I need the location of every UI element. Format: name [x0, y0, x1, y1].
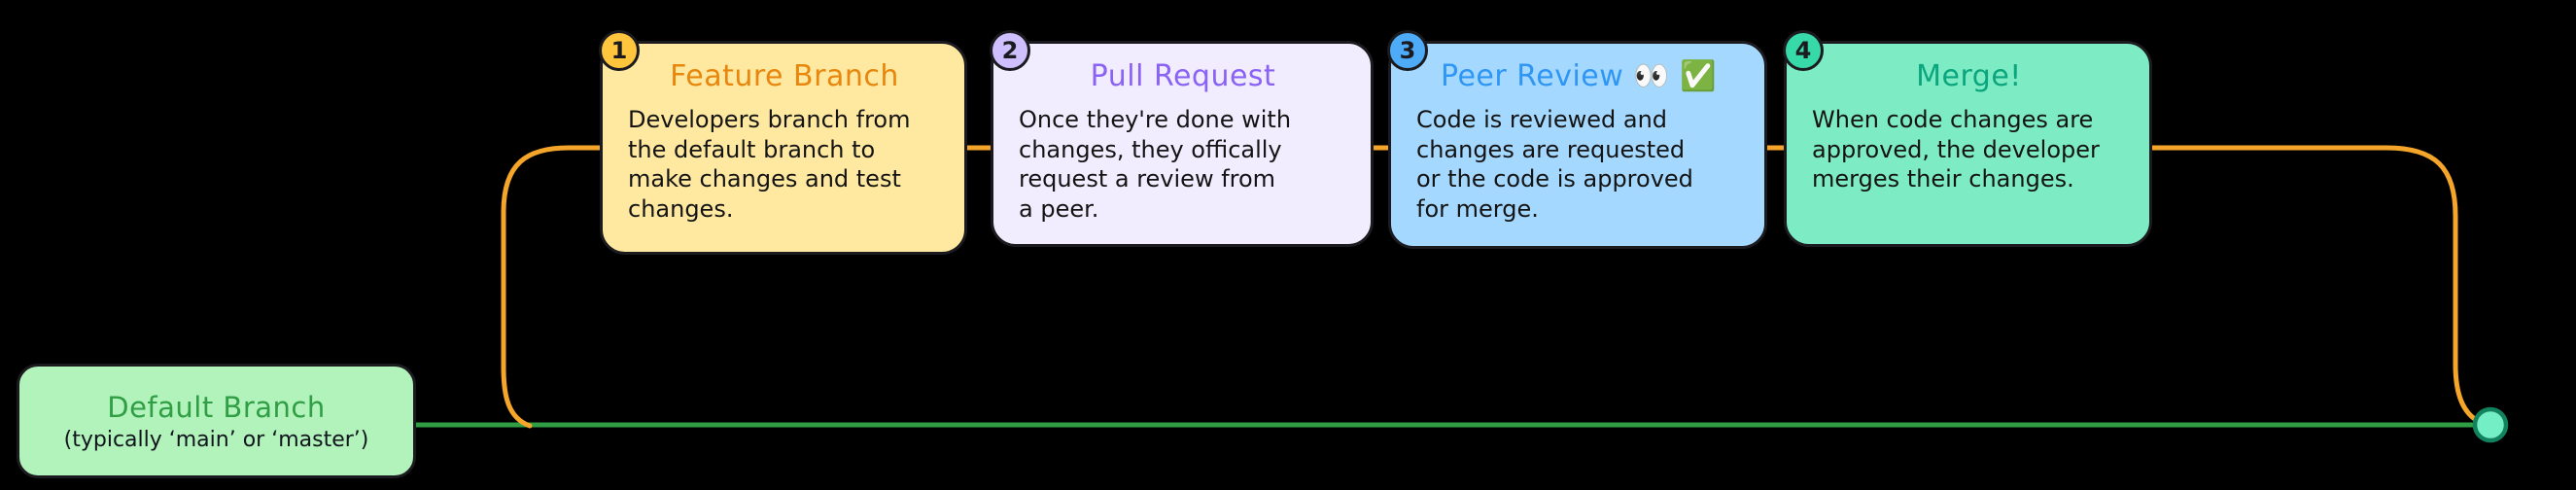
- step-number-badge: 1: [599, 30, 640, 71]
- step-title-emoji: 👀 ✅: [1623, 59, 1718, 93]
- step-title-text: Feature Branch: [670, 59, 899, 93]
- step-title: Peer Review 👀 ✅: [1416, 59, 1741, 93]
- step-title: Feature Branch: [628, 59, 941, 93]
- step-description: When code changes are approved, the deve…: [1812, 106, 2100, 193]
- step-number-badge: 3: [1387, 30, 1428, 71]
- step-title: Merge!: [1812, 59, 2126, 93]
- step-description: Once they're done with changes, they off…: [1019, 106, 1292, 224]
- step-description: Code is reviewed and changes are request…: [1416, 106, 1693, 224]
- default-branch-subtitle: (typically ‘main’ or ‘master’): [63, 427, 369, 452]
- step-title-text: Merge!: [1916, 59, 2022, 93]
- step-title-text: Peer Review: [1440, 59, 1624, 93]
- default-branch-node: Default Branch (typically ‘main’ or ‘mas…: [17, 364, 416, 478]
- step-card-pull-request: 2 Pull Request Once they're done with ch…: [990, 30, 1374, 247]
- step-card-peer-review: 3 Peer Review 👀 ✅ Code is reviewed and c…: [1387, 30, 1767, 249]
- step-description: Developers branch from the default branc…: [628, 106, 911, 224]
- step-title-text: Pull Request: [1090, 59, 1276, 93]
- merge-commit-dot: [2472, 406, 2509, 443]
- default-branch-title: Default Branch: [107, 390, 326, 424]
- step-number-badge: 2: [990, 30, 1030, 71]
- step-number-badge: 4: [1783, 30, 1824, 71]
- step-card-merge: 4 Merge! When code changes are approved,…: [1783, 30, 2152, 247]
- step-title: Pull Request: [1019, 59, 1347, 93]
- step-card-feature-branch: 1 Feature Branch Developers branch from …: [599, 30, 967, 255]
